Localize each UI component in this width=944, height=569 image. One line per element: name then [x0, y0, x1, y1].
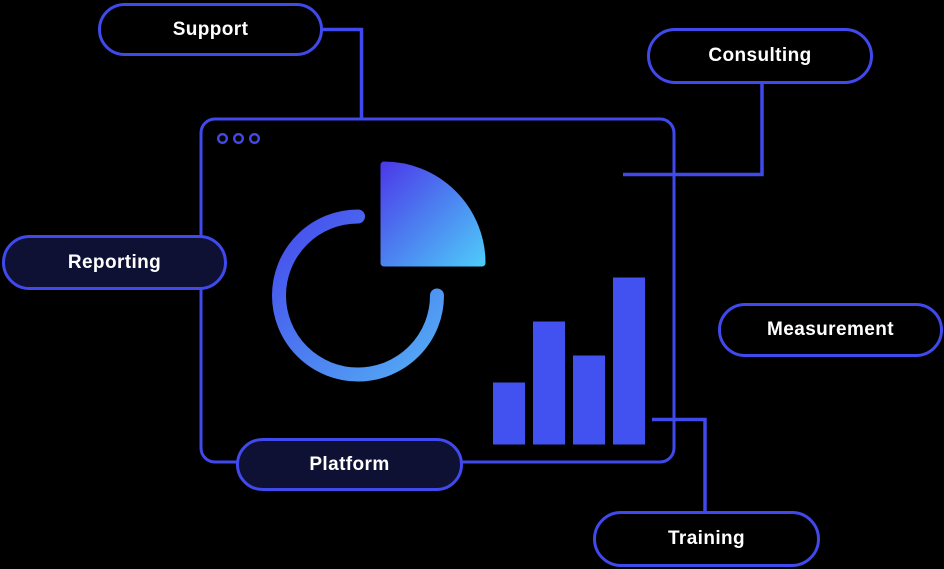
donut-chart-arc — [272, 209, 444, 382]
node-training: Training — [593, 511, 820, 567]
window-dot — [232, 132, 244, 144]
bar — [613, 277, 645, 445]
bar — [493, 382, 525, 445]
window-controls — [216, 132, 260, 144]
node-measurement: Measurement — [718, 303, 943, 357]
node-support: Support — [98, 3, 323, 56]
window-dot — [248, 132, 260, 144]
bar — [573, 355, 605, 445]
bar-chart — [493, 277, 645, 445]
bar — [533, 321, 565, 445]
connector-lines — [322, 27, 764, 512]
node-reporting: Reporting — [2, 235, 227, 290]
node-consulting: Consulting — [647, 28, 873, 84]
connector-consulting — [623, 84, 764, 177]
window-dot — [216, 132, 228, 144]
connector-training — [652, 417, 707, 512]
pie-slice — [380, 161, 486, 267]
node-platform: Platform — [236, 438, 463, 491]
connector-support — [322, 27, 364, 119]
